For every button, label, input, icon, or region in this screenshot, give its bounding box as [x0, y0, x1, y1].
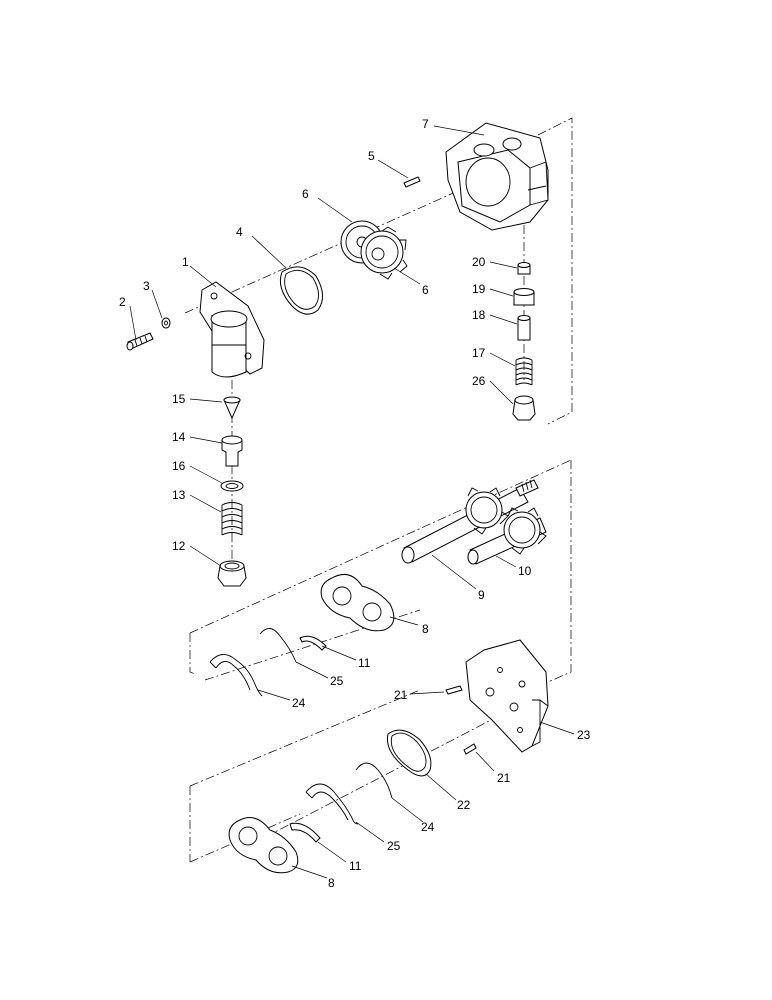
callout-5: 5 — [368, 149, 375, 163]
callout-20: 20 — [472, 255, 486, 269]
gear-pair-part-6 — [340, 220, 408, 280]
relief-valve-stack-left — [217, 396, 247, 587]
callout-23: 23 — [577, 728, 591, 742]
callout-22: 22 — [457, 798, 471, 812]
callout-17: 17 — [472, 346, 486, 360]
callout-11-lower: 11 — [349, 859, 362, 873]
callout-13: 13 — [172, 488, 186, 502]
callout-21-upper: 21 — [394, 688, 408, 702]
cover-housing-part-1 — [199, 281, 265, 378]
callout-1: 1 — [182, 255, 189, 269]
callout-8-lower: 8 — [328, 876, 335, 890]
relief-valve-stack-right — [512, 262, 536, 421]
bearing-plate-part-8-lower — [228, 817, 299, 874]
assembly-boundary-upper — [537, 117, 573, 425]
valve-cone-part-15 — [223, 396, 241, 420]
drive-shaft-part-9 — [401, 479, 539, 564]
piston-part-18 — [517, 315, 531, 341]
washer-part-16 — [220, 480, 244, 492]
callout-labels: 7 5 6 6 4 1 3 2 15 14 16 13 12 20 19 18 … — [119, 117, 591, 890]
backup-ring-part-24-upper — [209, 654, 263, 697]
callout-25-upper: 25 — [330, 674, 344, 688]
wear-strip-part-11-lower — [289, 822, 321, 843]
callout-6-upper: 6 — [302, 187, 309, 201]
callout-2: 2 — [119, 295, 126, 309]
seal-ring-part-4 — [279, 266, 323, 315]
seal-part-25-upper — [259, 628, 297, 663]
callout-18: 18 — [472, 308, 486, 322]
callout-25-lower: 25 — [387, 839, 401, 853]
callout-24-upper: 24 — [292, 696, 306, 710]
callout-4: 4 — [236, 225, 243, 239]
end-cover-part-23 — [465, 639, 549, 753]
callout-21-lower: 21 — [497, 771, 511, 785]
callout-16: 16 — [172, 459, 186, 473]
valve-piston-part-14 — [221, 435, 243, 467]
callout-8-upper: 8 — [422, 622, 429, 636]
callout-9: 9 — [478, 588, 485, 602]
dowel-pin-part-21-lower — [463, 743, 477, 755]
sleeve-part-19 — [513, 288, 535, 306]
spring-part-13 — [221, 502, 243, 536]
callout-19: 19 — [472, 282, 486, 296]
callout-10: 10 — [518, 564, 532, 578]
gear-front — [360, 226, 408, 280]
wear-strip-part-11-upper — [299, 635, 327, 651]
callout-15: 15 — [172, 392, 186, 406]
seal-ring-part-22 — [386, 729, 432, 777]
callout-6-lower: 6 — [422, 283, 429, 297]
callout-11-upper: 11 — [358, 656, 371, 670]
washer-part-3 — [161, 317, 171, 329]
callout-12: 12 — [172, 539, 186, 553]
bearing-plate-part-8-upper — [320, 573, 395, 632]
callout-24-lower: 24 — [421, 820, 435, 834]
assembly-boundary-lower — [189, 459, 572, 863]
plug-part-12 — [217, 560, 247, 587]
pump-body-part-7 — [445, 122, 549, 231]
plug-part-26 — [512, 395, 536, 421]
leader-lines — [129, 125, 575, 879]
callout-7: 7 — [422, 117, 429, 131]
spring-part-17 — [515, 357, 533, 386]
dowel-pin-part-5 — [403, 176, 421, 188]
idler-shaft-part-10 — [467, 507, 547, 565]
callout-3: 3 — [143, 279, 150, 293]
callout-14: 14 — [172, 430, 186, 444]
cap-screw-part-2 — [126, 332, 154, 351]
callout-26: 26 — [472, 374, 486, 388]
backup-ring-part-24-lower — [355, 762, 393, 799]
cap-part-20 — [517, 262, 531, 275]
seal-part-25-lower — [305, 783, 359, 825]
dowel-pin-part-21-upper — [445, 685, 463, 695]
